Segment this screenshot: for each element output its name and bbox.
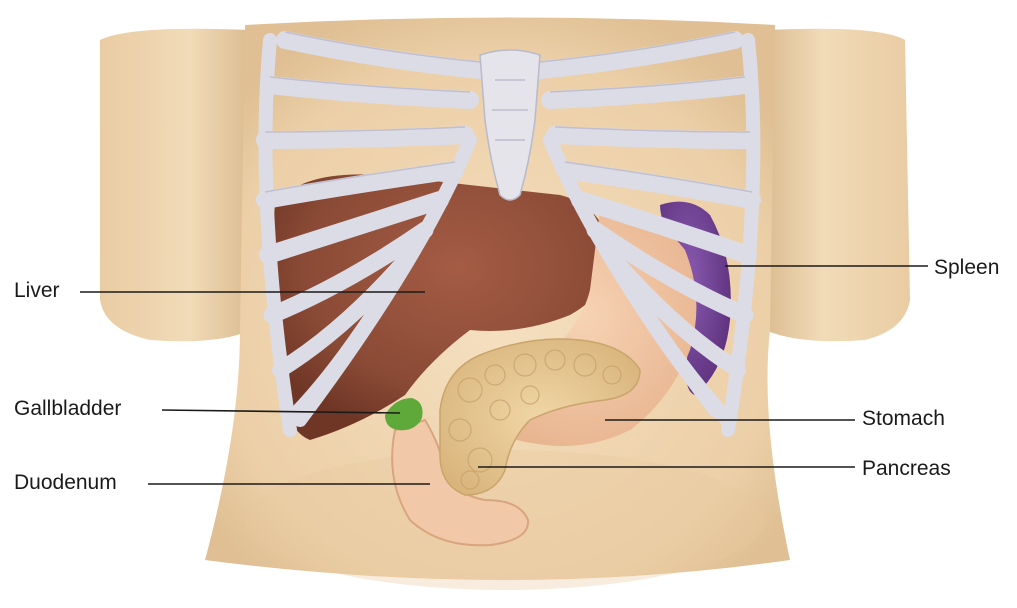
stomach-label: Stomach	[862, 407, 945, 431]
left-arm	[100, 29, 250, 342]
gallbladder-label: Gallbladder	[14, 397, 121, 421]
pancreas-label: Pancreas	[862, 457, 951, 481]
liver-label: Liver	[14, 279, 60, 303]
duodenum-label: Duodenum	[14, 471, 117, 495]
right-arm	[765, 29, 910, 342]
spleen-label: Spleen	[934, 256, 999, 280]
